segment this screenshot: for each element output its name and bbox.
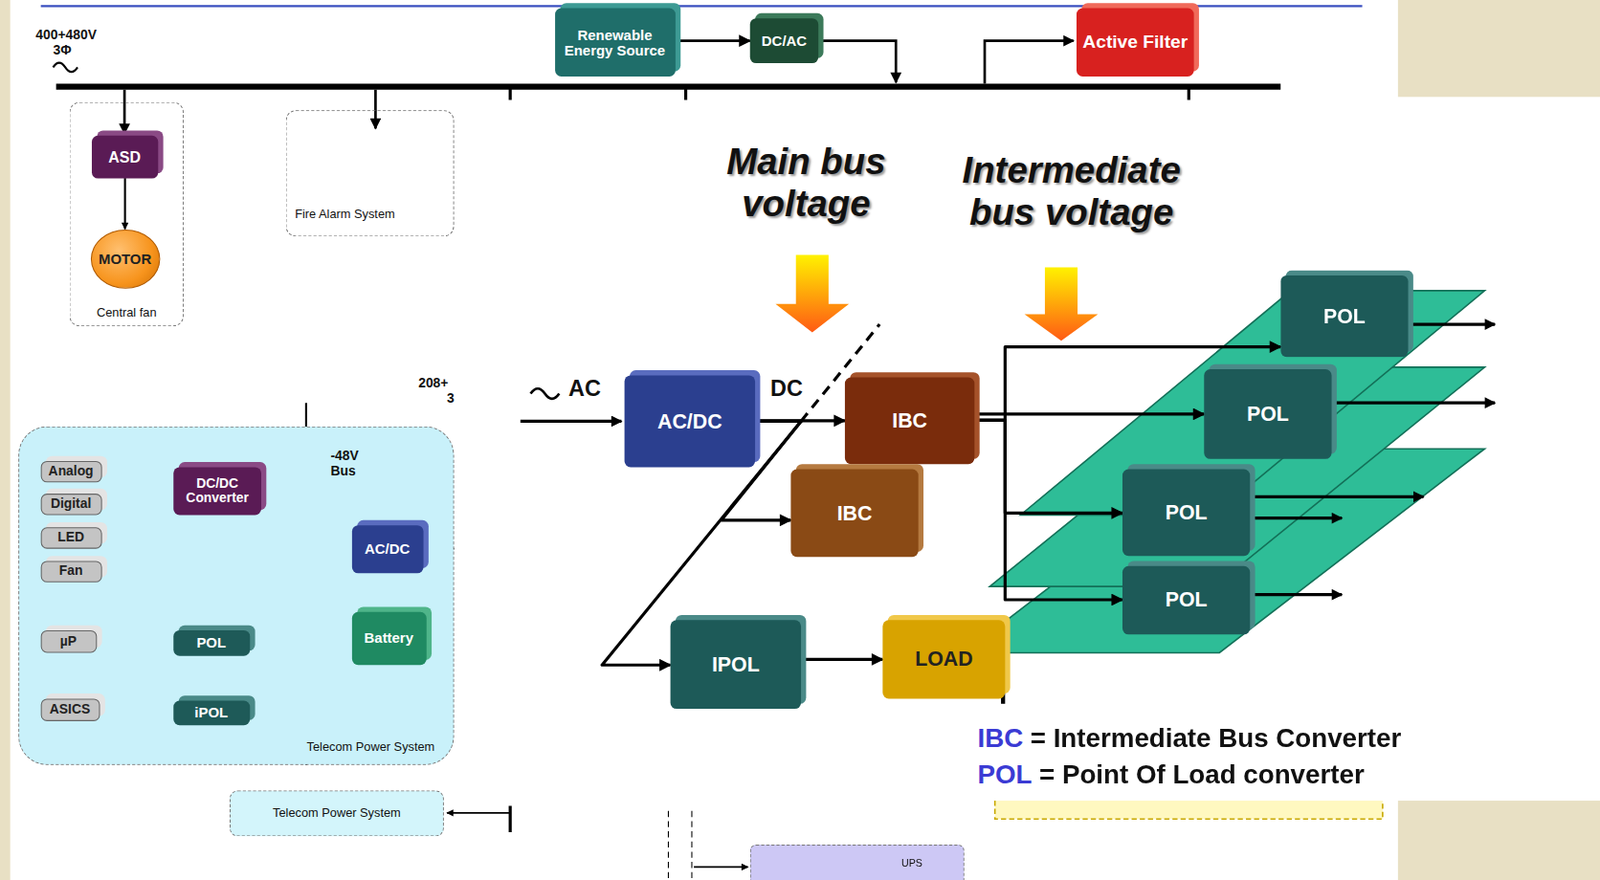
box-label: DC/DC Converter — [177, 476, 258, 505]
connector-arrow — [974, 420, 1123, 600]
box-label: DC/AC — [761, 33, 807, 49]
text-label: = Point Of Load converter — [1039, 758, 1365, 791]
box-label: Analog — [48, 464, 94, 479]
text-label: 3 — [446, 390, 455, 406]
converter-box: DC/AC — [750, 18, 819, 64]
converter-box: POL — [1280, 275, 1408, 357]
load-box: Analog — [40, 460, 102, 482]
group-title: Fire Alarm System — [294, 206, 396, 222]
text-label: AC — [568, 375, 601, 402]
connector-arrow — [974, 412, 1204, 416]
box-label: Fan — [59, 564, 84, 579]
box-label: Battery — [364, 630, 414, 646]
load-box: Fan — [40, 560, 102, 582]
box-label: iPOL — [194, 705, 228, 721]
box-label: POL — [1165, 589, 1208, 611]
source-box: Renewable Energy Source — [555, 8, 676, 77]
text-label: = Intermediate Bus Converter — [1030, 722, 1401, 755]
box-label: POL — [1246, 403, 1289, 425]
box-label: Digital — [50, 496, 91, 512]
voltage-arrows — [775, 255, 1098, 342]
group-box: Central fan ASD MOTOR — [69, 102, 184, 328]
box-label: Renewable Energy Source — [558, 27, 671, 58]
group-title: Telecom Power System — [230, 805, 444, 821]
motor-circle: MOTOR — [89, 228, 160, 289]
converter-box: DC/DC Converter — [173, 466, 262, 515]
converter-box: AC/DC — [624, 375, 756, 467]
text-label: IBC — [977, 722, 1024, 755]
box-label: POL — [1165, 502, 1208, 524]
box-label: LED — [57, 531, 85, 546]
system-box: UPS — [750, 844, 965, 880]
text-label: POL — [977, 758, 1033, 791]
converter-box: IBC — [790, 469, 918, 558]
ac-symbol — [530, 388, 559, 400]
group-title: Telecom Power System — [307, 739, 436, 755]
ac-input — [520, 420, 623, 423]
load-box: µP — [40, 629, 97, 652]
converter-box: POL — [1122, 566, 1250, 635]
converter-box: POL — [1122, 469, 1250, 557]
overlay-ground — [454, 96, 1600, 801]
box-label: LOAD — [914, 648, 973, 670]
converter-box: IPOL — [670, 620, 801, 710]
system-panel: Telecom Power System AnalogDigitalLED Fan D… — [18, 426, 454, 766]
battery-box: Battery — [351, 611, 426, 665]
converter-box: AC/DC — [351, 525, 423, 574]
box-label: µP — [60, 634, 77, 649]
converter-box: POL — [1203, 369, 1332, 460]
pol-outputs — [1254, 324, 1496, 596]
group-title: Central fan — [70, 305, 183, 320]
box-label: AC/DC — [364, 541, 410, 557]
box-label: IBC — [837, 502, 873, 524]
group-box: Fire Alarm System — [286, 110, 455, 237]
box-label: ASICS — [49, 702, 90, 717]
load-box: ASICS — [40, 698, 100, 721]
text-label: DC — [770, 375, 803, 402]
connector-arrow — [974, 420, 1123, 513]
load-box: LOAD — [882, 620, 1005, 699]
ac-symbol — [52, 63, 78, 73]
connector-arrow — [674, 39, 750, 43]
converter-box: POL — [173, 629, 250, 656]
connector-arrow — [124, 177, 127, 229]
text-label: 400+480V — [35, 26, 97, 43]
text-label: -48V Bus — [330, 448, 377, 480]
text-label: 3Φ — [52, 42, 71, 58]
box-label: MOTOR — [98, 250, 152, 267]
drive-box: ASD — [90, 134, 157, 178]
system-box: Telecom Power System — [229, 790, 445, 837]
lower-wires — [446, 805, 749, 880]
box-label: ASD — [108, 148, 141, 165]
main-bus — [56, 83, 1282, 89]
text-label: 208+ — [418, 375, 448, 391]
bus-ticks — [510, 87, 1189, 101]
box-label: POL — [196, 635, 226, 651]
box-label: IPOL — [711, 654, 760, 676]
filter-box: Active Filter — [1076, 8, 1195, 77]
load-box: LED — [40, 527, 102, 549]
box-label: Active Filter — [1082, 32, 1188, 52]
converter-box: IBC — [844, 377, 975, 466]
box-label: IBC — [891, 410, 928, 432]
connector-arrow — [800, 658, 883, 662]
top-rule — [41, 4, 1363, 7]
bus-caption: Intermediate bus voltage — [928, 149, 1215, 234]
box-label: AC/DC — [657, 410, 723, 432]
load-box: Digital — [40, 493, 102, 515]
box-label: POL — [1323, 305, 1366, 327]
bus-caption: Main bus voltage — [693, 140, 919, 225]
group-title: UPS — [901, 858, 923, 870]
converter-box: iPOL — [173, 700, 250, 726]
